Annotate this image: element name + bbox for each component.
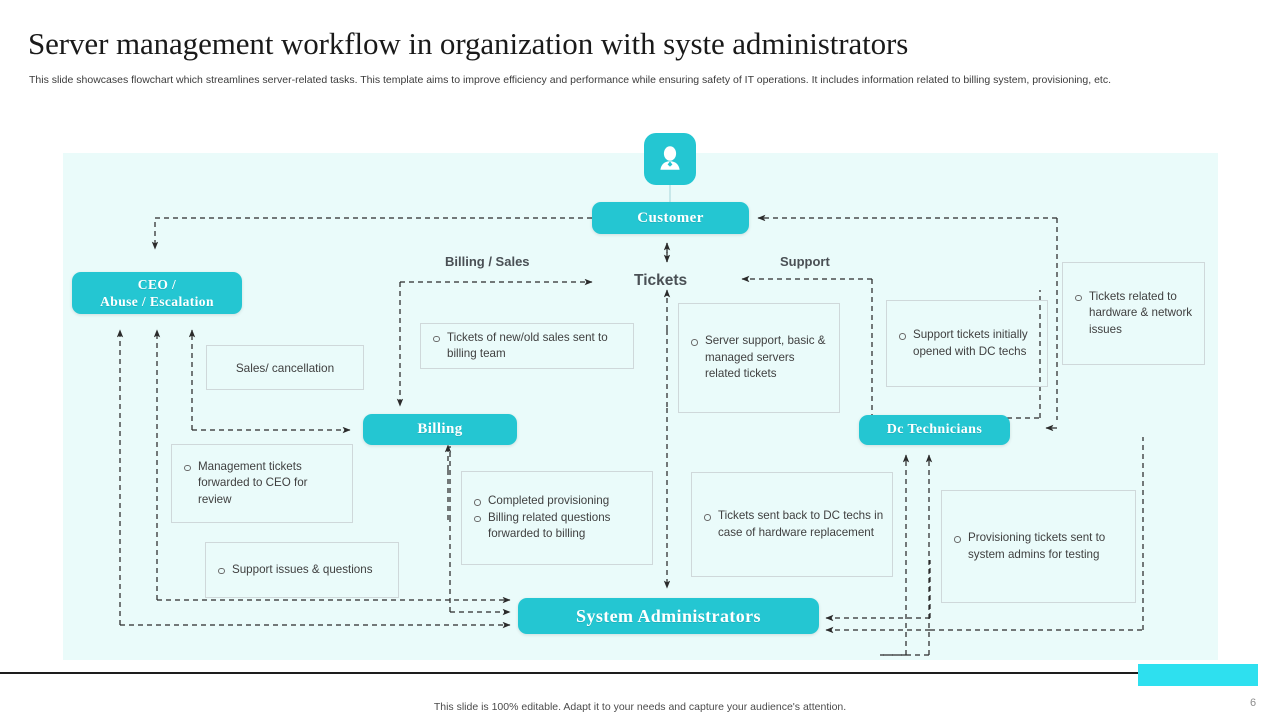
- person-icon: [660, 146, 680, 170]
- list-item: Support tickets initially opened with DC…: [899, 327, 1039, 360]
- list-item: Completed provisioning: [474, 493, 644, 510]
- footer-accent-block: [1138, 664, 1258, 686]
- page-subtitle: This slide showcases flowchart which str…: [29, 74, 1111, 86]
- box-provisioning-tickets: Provisioning tickets sent to system admi…: [941, 490, 1136, 603]
- node-ceo-line2: Abuse / Escalation: [100, 294, 214, 309]
- node-customer[interactable]: Customer: [592, 202, 749, 234]
- list-item: Tickets related to hardware & network is…: [1075, 289, 1196, 339]
- node-dc-technicians[interactable]: Dc Technicians: [859, 415, 1010, 445]
- customer-avatar: [644, 133, 696, 185]
- list-item: Support issues & questions: [218, 562, 373, 579]
- box-sales-cancellation: Sales/ cancellation: [206, 345, 364, 390]
- box-server-support: Server support, basic & managed servers …: [678, 303, 840, 413]
- box-tickets-back-dc: Tickets sent back to DC techs in case of…: [691, 472, 893, 577]
- label-billing-sales: Billing / Sales: [445, 254, 530, 269]
- node-billing-label: Billing: [417, 421, 463, 437]
- page-number: 6: [1250, 697, 1257, 709]
- box-tickets-hardware-network: Tickets related to hardware & network is…: [1062, 262, 1205, 365]
- list-item: Server support, basic & managed servers …: [691, 333, 831, 383]
- node-system-administrators[interactable]: System Administrators: [518, 598, 819, 634]
- box-management-tickets-ceo: Management tickets forwarded to CEO for …: [171, 444, 353, 523]
- list-item: Management tickets forwarded to CEO for …: [184, 459, 344, 509]
- box-sales-cancellation-text: Sales/ cancellation: [235, 360, 335, 375]
- page-title: Server management workflow in organizati…: [28, 26, 909, 61]
- box-tickets-new-old-sales: Tickets of new/old sales sent to billing…: [420, 323, 634, 369]
- box-completed-provisioning: Completed provisioning Billing related q…: [461, 471, 653, 565]
- node-ceo[interactable]: CEO / Abuse / Escalation: [72, 272, 242, 314]
- footer-note: This slide is 100% editable. Adapt it to…: [433, 701, 847, 713]
- node-customer-label: Customer: [637, 209, 704, 226]
- list-item: Provisioning tickets sent to system admi…: [954, 530, 1127, 563]
- footer-divider: [0, 672, 1140, 674]
- list-item: Billing related questions forwarded to b…: [474, 510, 644, 543]
- node-billing[interactable]: Billing: [363, 414, 517, 445]
- list-item: Tickets sent back to DC techs in case of…: [704, 508, 884, 541]
- box-support-issues-questions: Support issues & questions: [205, 542, 399, 598]
- label-tickets: Tickets: [634, 272, 688, 289]
- label-support: Support: [780, 254, 830, 269]
- node-dc-technicians-label: Dc Technicians: [886, 422, 983, 437]
- node-ceo-line1: CEO /: [137, 277, 177, 292]
- list-item: Tickets of new/old sales sent to billing…: [433, 330, 625, 363]
- node-system-administrators-label: System Administrators: [576, 605, 761, 626]
- box-support-tickets-dc: Support tickets initially opened with DC…: [886, 300, 1048, 387]
